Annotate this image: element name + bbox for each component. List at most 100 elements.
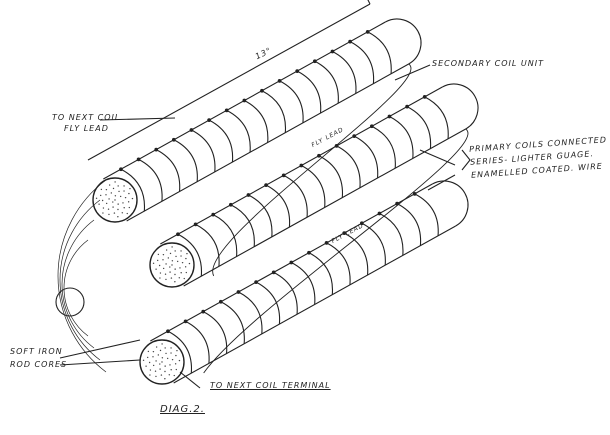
wire-dot (189, 128, 194, 132)
core-stipple (171, 358, 174, 361)
core-stipple (155, 375, 157, 378)
coil-end-cap (385, 18, 422, 65)
core-stipple (178, 277, 181, 279)
dimension-tick (367, 0, 371, 5)
wire-dot (405, 104, 409, 109)
core-stipple (173, 374, 175, 377)
core-stipple (119, 195, 122, 198)
core-stipple (100, 188, 103, 191)
leader-arrow (179, 371, 201, 389)
core-stipple (154, 370, 157, 372)
coil-turn (332, 50, 357, 94)
soft-iron-rod-end (92, 177, 138, 223)
wire-dot (166, 329, 170, 334)
core-stipple (161, 343, 163, 345)
wire-dot (281, 173, 286, 178)
core-stipple (108, 198, 110, 200)
coil-turn (396, 203, 422, 246)
wire-dot (330, 49, 335, 54)
wire-dot (136, 157, 141, 162)
core-stipple (159, 272, 162, 274)
core-stipple (108, 184, 111, 186)
coil-turn (248, 194, 273, 237)
field-arc (61, 219, 95, 349)
soft-iron-rod-end (149, 242, 195, 288)
core-stipple (185, 257, 187, 260)
core-stipple (155, 346, 158, 348)
wire-dot (201, 309, 206, 314)
core-stipple (156, 259, 159, 262)
core-stipple (129, 187, 131, 190)
core-stipple (101, 199, 104, 202)
wire-dot (307, 250, 311, 255)
core-stipple (159, 277, 161, 279)
coil-turn (361, 222, 386, 266)
coil-turn (167, 330, 192, 374)
wire-dot (352, 134, 357, 138)
core-stipple (158, 264, 161, 267)
coil-turn (296, 70, 322, 114)
core-stipple (152, 356, 154, 358)
core-stipple (161, 361, 163, 363)
core-stipple (176, 349, 178, 352)
coil-turn (279, 80, 304, 123)
core-stipple (123, 185, 125, 187)
label-line: ROD CORES (10, 360, 68, 369)
wire-dot (412, 191, 417, 196)
coil-turn (424, 96, 449, 139)
fly-lead-wire (212, 63, 412, 277)
core-stipple (105, 188, 108, 191)
wire-dot (207, 118, 211, 123)
soft-iron-rod-end (139, 339, 185, 385)
wire-dot (224, 108, 229, 113)
core-stipple (112, 201, 114, 203)
core-stipple (179, 267, 181, 269)
wire-dot (317, 153, 321, 158)
core-stipple (110, 192, 113, 194)
core-stipple (162, 253, 165, 256)
fly-lead-wire (203, 128, 469, 374)
core-stipple (124, 196, 127, 199)
core-stipple (169, 266, 171, 268)
core-stipple (98, 203, 100, 205)
coil-turn (208, 119, 234, 163)
core-stipple (164, 365, 166, 367)
core-stipple (112, 187, 115, 190)
core-stipple (155, 268, 157, 270)
coil-turn (326, 242, 351, 285)
coil-turn (308, 252, 333, 295)
core-stipple (184, 266, 187, 268)
core-stipple (160, 374, 163, 376)
field-arc (63, 239, 89, 337)
coil-turn (291, 262, 316, 305)
core-stipple (128, 192, 130, 195)
core-stipple (180, 255, 182, 257)
wire-dot (312, 59, 317, 64)
coil-turn (185, 320, 210, 364)
core-stipple (117, 185, 119, 187)
wire-dot (260, 88, 264, 93)
leader-arrow (419, 149, 456, 191)
core-stipple (169, 252, 172, 255)
core-stipple (170, 369, 172, 371)
wire-dot (334, 144, 339, 148)
core-stipple (181, 261, 184, 264)
wire-dot (254, 280, 258, 285)
leader-arrow (99, 117, 176, 121)
coil-turn (138, 158, 163, 202)
wire-dot (236, 290, 241, 294)
wire-dot (228, 202, 233, 207)
soft-iron-label: SOFT IRON ROD CORES (10, 345, 67, 371)
core-stipple (180, 272, 182, 274)
coil-turn (226, 109, 251, 153)
core-stipple (142, 359, 145, 361)
wire-dot (218, 299, 223, 304)
coil-turn (314, 60, 339, 104)
core-stipple (113, 212, 116, 214)
core-stipple (171, 264, 173, 266)
core-stipple (123, 207, 125, 209)
wire-dot (295, 69, 300, 73)
core-stipple (149, 369, 152, 371)
wire-dot (171, 137, 176, 142)
